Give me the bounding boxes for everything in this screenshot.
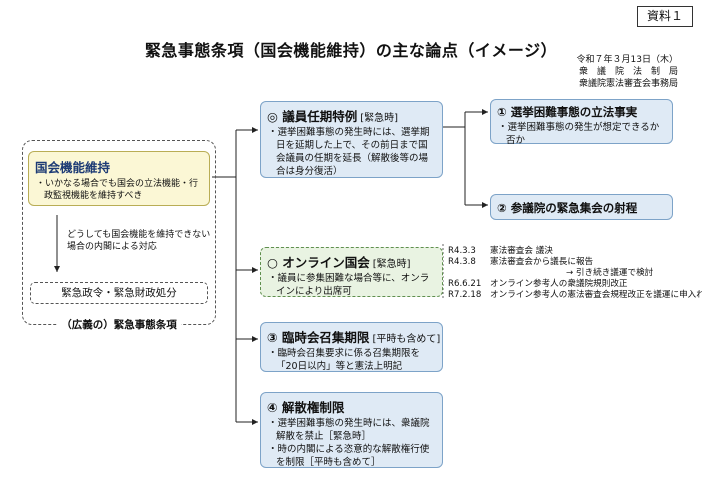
document-badge: 資料１ xyxy=(637,6,693,27)
item-dissolution-limit-heading: ④ 解散権制限 xyxy=(267,400,345,415)
item-dissolution-limit-bullet: ・時の内閣による恣意的な解散権行使を制限［平時も含めて］ xyxy=(268,444,430,468)
cabinet-response-note: どうしても国会機能を維持できない場合の内閣による対応 xyxy=(67,230,211,252)
emergency-clause-label: （広義の）緊急事態条項 xyxy=(22,317,216,332)
emergency-clause-label-text: （広義の）緊急事態条項 xyxy=(57,319,181,331)
subitem-emergency-session-heading: ② 参議院の緊急集会の射程 xyxy=(497,201,638,215)
meta-date: 令和７年３月13日（木） xyxy=(576,55,678,65)
item-term-extension-title: ◎ 議員任期特例 xyxy=(267,109,358,124)
item-dissolution-limit-bullet: ・選挙困難事態の発生時には、衆議院解散を禁止［緊急時］ xyxy=(268,418,430,442)
item-term-extension: ◎ 議員任期特例[緊急時] ・選挙困難事態の発生時には、選挙期日を延期した上で、… xyxy=(260,101,443,178)
item-extraordinary-session-title: ③ 臨時会召集期限 xyxy=(267,330,370,345)
emergency-ordinance-box: 緊急政令・緊急財政処分 xyxy=(30,282,208,304)
item-term-extension-heading: ◎ 議員任期特例[緊急時] xyxy=(267,106,436,125)
meta-org-2: 衆議院憲法審査会事務局 xyxy=(578,79,678,89)
item-extraordinary-session: ③ 臨時会召集期限[平時も含めて] ・臨時会召集要求に係る召集期限を「20日以内… xyxy=(260,322,443,372)
item-online-diet-bullet: ・議員に参集困難な場合等に、オンラインにより出席可 xyxy=(268,273,430,297)
item-extraordinary-session-bullet: ・臨時会召集要求に係る召集期限を「20日以内」等と憲法上明記 xyxy=(268,348,421,372)
item-term-extension-tag: [緊急時] xyxy=(360,113,399,124)
item-term-extension-bullet: ・選挙困難事態の発生時には、選挙期日を延期した上で、その前日まで国会議員の任期を… xyxy=(268,127,430,177)
item-online-diet-tag: [緊急時] xyxy=(372,259,411,270)
national-diet-function-heading: 国会機能維持 xyxy=(35,160,111,175)
subitem-emergency-session: ② 参議院の緊急集会の射程 xyxy=(490,194,673,220)
national-diet-function-box: 国会機能維持 ・いかなる場合でも国会の立法機能・行政監視機能を維持すべき xyxy=(28,151,210,206)
item-online-diet-title: ○ オンライン国会 xyxy=(267,255,370,270)
item-dissolution-limit: ④ 解散権制限 ・選挙困難事態の発生時には、衆議院解散を禁止［緊急時］ ・時の内… xyxy=(260,392,443,468)
item-online-diet-heading: ○ オンライン国会[緊急時] xyxy=(267,252,436,271)
national-diet-function-bullet: ・いかなる場合でも国会の立法機能・行政監視機能を維持すべき xyxy=(36,179,199,201)
item-extraordinary-session-heading: ③ 臨時会召集期限[平時も含めて] xyxy=(267,327,440,346)
history-row: → 引き続き議運で検討 xyxy=(566,268,654,278)
item-online-diet: ○ オンライン国会[緊急時] ・議員に参集困難な場合等に、オンラインにより出席可 xyxy=(260,247,443,297)
subitem-legislative-facts-heading: ① 選挙困難事態の立法事実 xyxy=(497,105,638,119)
subitem-legislative-facts-bullet: ・選挙困難事態の発生が想定できるか否か xyxy=(498,122,660,146)
meta-org-1: 衆 議 院 法 制 局 xyxy=(578,67,678,77)
item-extraordinary-session-tag: [平時も含めて] xyxy=(372,334,441,345)
subitem-legislative-facts: ① 選挙困難事態の立法事実 ・選挙困難事態の発生が想定できるか否か xyxy=(490,99,673,146)
page-title: 緊急事態条項（国会機能維持）の主な論点（イメージ） xyxy=(144,41,558,60)
